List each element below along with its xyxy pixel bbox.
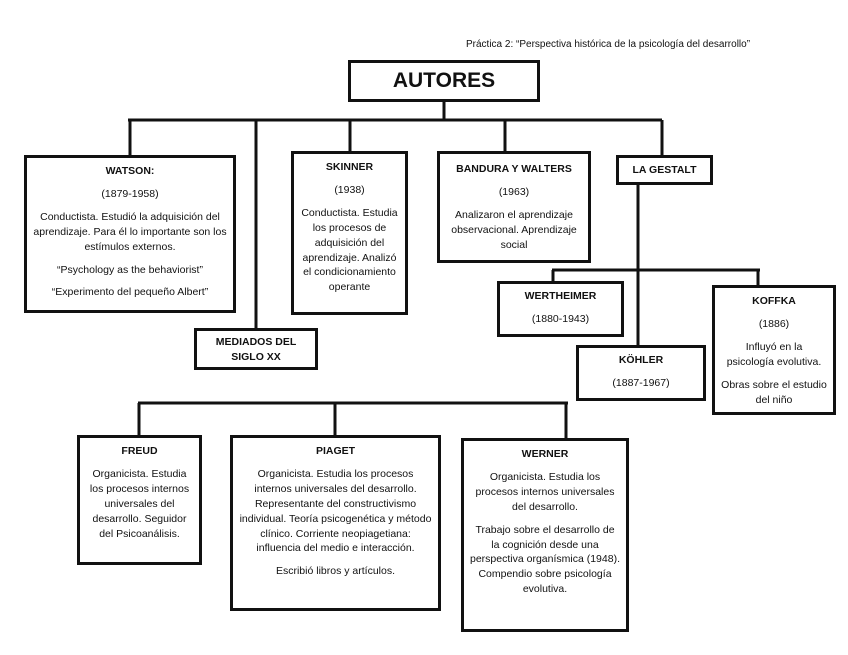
node-title: WATSON: [105, 165, 155, 177]
node-years: (1887-1967) [612, 376, 670, 389]
node-description: Escribió libros y artículos. [275, 565, 396, 578]
node-description: Influyó en la psicología evolutiva. [726, 340, 822, 368]
node-kohler: KÖHLER (1887-1967) [576, 345, 706, 401]
node-description: Obras sobre el estudio del niño [721, 378, 827, 406]
node-description: Organicista. Estudia los procesos intern… [475, 470, 615, 513]
node-title: SKINNER [325, 161, 374, 173]
node-title: BANDURA Y WALTERS [456, 163, 572, 175]
node-la-gestalt: LA GESTALT [616, 155, 713, 185]
node-description: Trabajo sobre el desarrollo de la cognic… [470, 523, 620, 596]
node-description: Organicista. Estudia los procesos intern… [89, 467, 190, 540]
node-mediados-siglo-xx: MEDIADOS DEL SIGLO XX [194, 328, 318, 370]
node-description: Conductista. Estudia los procesos de adq… [301, 206, 398, 294]
root-node-autores: AUTORES [348, 60, 540, 102]
node-title: KOFFKA [752, 295, 796, 307]
node-title: WERNER [521, 448, 569, 460]
node-years: (1879-1958) [101, 187, 159, 200]
node-description: Conductista. Estudió la adquisición del … [33, 210, 227, 253]
node-title: PIAGET [315, 445, 356, 457]
node-piaget: PIAGET Organicista. Estudia los procesos… [230, 435, 441, 611]
node-watson: WATSON: (1879-1958) Conductista. Estudió… [24, 155, 236, 313]
node-title: FREUD [121, 445, 158, 457]
node-years: (1963) [498, 185, 530, 198]
node-bandura-walters: BANDURA Y WALTERS (1963) Analizaron el a… [437, 151, 591, 263]
node-years: (1886) [758, 317, 790, 330]
node-quote: “Psychology as the behaviorist” [57, 263, 203, 276]
node-title: WERTHEIMER [524, 290, 597, 302]
node-quote: “Experimento del pequeño Albert” [51, 286, 209, 299]
node-wertheimer: WERTHEIMER (1880-1943) [497, 281, 624, 337]
node-description: Analizaron el aprendizaje observacional.… [451, 208, 577, 251]
node-title: KÖHLER [618, 354, 664, 366]
node-title: MEDIADOS DEL SIGLO XX [215, 336, 297, 363]
practice-header: Práctica 2: “Perspectiva histórica de la… [466, 39, 751, 50]
node-years: (1880-1943) [531, 312, 590, 325]
node-skinner: SKINNER (1938) Conductista. Estudia los … [291, 151, 408, 315]
node-freud: FREUD Organicista. Estudia los procesos … [77, 435, 202, 565]
node-title: LA GESTALT [632, 164, 697, 176]
node-werner: WERNER Organicista. Estudia los procesos… [461, 438, 629, 632]
node-koffka: KOFFKA (1886) Influyó en la psicología e… [712, 285, 836, 415]
node-description: Organicista. Estudia los procesos intern… [239, 467, 432, 555]
node-years: (1938) [334, 183, 365, 196]
